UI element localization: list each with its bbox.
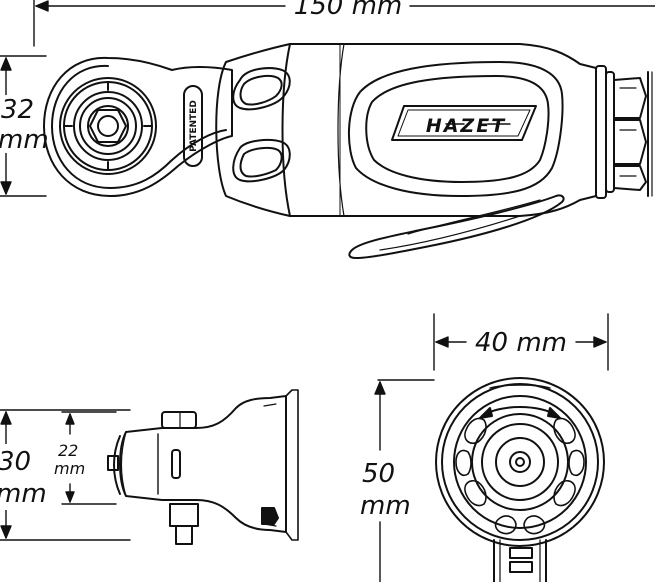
label-backdrop [0, 95, 28, 153]
head-height-side-value: 30 [0, 447, 31, 477]
side-arrow-down [0, 525, 12, 539]
head-arrow-down [0, 181, 12, 195]
head-height-top-value: 32 [1, 95, 34, 125]
label-backdrop-side [0, 444, 30, 510]
square-drive-side [169, 503, 199, 527]
width-dimension [433, 313, 609, 371]
front-outer-ring [435, 377, 605, 547]
front-view: 40 mm 50 mm [360, 313, 609, 582]
direction-buttons [232, 67, 291, 183]
width-label: 40 mm [475, 328, 567, 358]
width-arrow-left [435, 336, 449, 348]
hazet-badge-side [107, 455, 119, 471]
drive-arrow-down [65, 491, 75, 503]
motor-body [215, 43, 597, 217]
front-height-unit: mm [360, 491, 411, 521]
patented-label: PATENTED [189, 100, 199, 152]
front-height-dimension [374, 379, 435, 582]
direction-button-lower [232, 139, 291, 183]
length-dimension [33, 0, 655, 47]
square-drive-hex [89, 109, 127, 143]
air-inlet [595, 65, 653, 199]
direction-button-upper [232, 67, 291, 111]
ratchet-head [43, 56, 233, 197]
top-cap [161, 411, 197, 429]
square-drive-value: 22 [58, 441, 78, 460]
throttle-lever [348, 194, 565, 259]
side-arrow-up [0, 411, 12, 425]
length-arrow-left [35, 0, 49, 12]
head-height-top-unit: mm [0, 125, 49, 155]
patented-stamp: PATENTED [183, 85, 203, 167]
brand-logo: HAZET [426, 115, 506, 137]
front-arrow-up [374, 381, 386, 395]
head-height-dimension-top [0, 55, 47, 197]
grip-lobes [455, 417, 585, 535]
square-drive-dimension [61, 411, 117, 505]
drive-arrow-up [65, 413, 75, 425]
front-height-value: 50 [362, 459, 395, 489]
head-arrow-up [0, 57, 12, 71]
length-label: 150 mm [294, 0, 403, 21]
ratchet-head-ring [63, 81, 153, 171]
side-view: 30 mm 22 mm [0, 389, 299, 545]
brand-plate [391, 105, 537, 141]
grip: HAZET [348, 61, 564, 197]
top-view: 150 mm 32 mm [0, 0, 655, 259]
width-arrow-right [593, 336, 607, 348]
front-body [435, 377, 605, 582]
square-drive-unit: mm [54, 459, 85, 478]
side-body [107, 389, 299, 545]
head-height-side-unit: mm [0, 479, 47, 509]
